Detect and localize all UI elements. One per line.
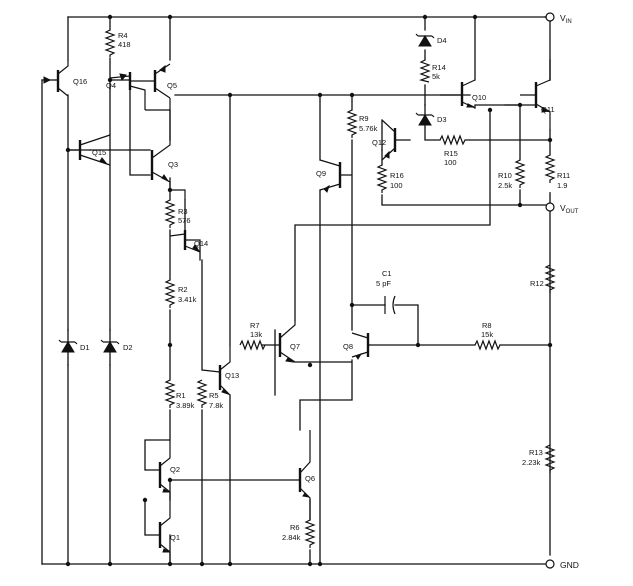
svg-text:R12: R12 (530, 279, 544, 288)
svg-text:Q16: Q16 (73, 77, 87, 86)
svg-text:R9: R9 (359, 114, 369, 123)
transistor-q6: Q6 (298, 430, 315, 520)
svg-text:R11: R11 (557, 171, 570, 180)
svg-text:R1: R1 (176, 391, 186, 400)
transistor-q14: Q14 (169, 189, 208, 253)
svg-text:5.76k: 5.76k (359, 124, 378, 133)
svg-text:Q3: Q3 (168, 160, 178, 169)
svg-text:R3: R3 (178, 207, 188, 216)
transistor-q5: Q5 (145, 63, 177, 111)
svg-text:Q7: Q7 (290, 342, 300, 351)
transistor-q9: Q9 (316, 159, 352, 193)
svg-text:D2: D2 (123, 343, 133, 352)
svg-text:D1: D1 (80, 343, 90, 352)
svg-text:5 pF: 5 pF (376, 279, 391, 288)
resistor-r13: R13 2.23k (522, 444, 556, 473)
svg-text:R10: R10 (498, 171, 512, 180)
svg-text:576: 576 (178, 216, 191, 225)
svg-text:VOUT: VOUT (560, 203, 579, 215)
svg-text:C1: C1 (382, 269, 392, 278)
transistor-q2: Q2 (145, 440, 180, 500)
svg-text:D4: D4 (437, 36, 447, 45)
transistor-q15: Q15 (68, 134, 111, 166)
transistor-q13: Q13 (201, 345, 239, 396)
svg-text:5k: 5k (432, 72, 440, 81)
svg-text:13k: 13k (250, 330, 262, 339)
svg-text:Q9: Q9 (316, 169, 326, 178)
svg-text:D3: D3 (437, 115, 447, 124)
junctions (65, 14, 553, 567)
svg-text:R15: R15 (444, 149, 458, 158)
svg-text:Q2: Q2 (170, 465, 180, 474)
resistor-r3: R3 576 (164, 199, 191, 228)
svg-text:Q12: Q12 (372, 138, 386, 147)
svg-text:Q13: Q13 (225, 371, 239, 380)
svg-text:Q4: Q4 (106, 81, 116, 90)
svg-text:Q5: Q5 (167, 81, 177, 90)
resistor-r14: R14 5k (418, 59, 446, 83)
svg-text:Q8: Q8 (343, 342, 353, 351)
svg-text:100: 100 (390, 181, 403, 190)
resistor-r4: R4 418 (104, 29, 131, 57)
resistor-r10: R10 2.5k (498, 159, 526, 190)
svg-text:Q14: Q14 (194, 239, 208, 248)
svg-text:2.84k: 2.84k (282, 533, 301, 542)
resistor-r15: R15 100 (439, 134, 470, 167)
terminal-vout: VOUT (545, 202, 579, 215)
svg-text:Q1: Q1 (170, 533, 180, 542)
transistor-q16: Q16 (43, 60, 87, 97)
svg-text:Q6: Q6 (305, 474, 315, 483)
transistor-q10: Q10 (440, 79, 486, 109)
resistor-r2: R2 3.41k (164, 279, 197, 308)
svg-text:418: 418 (118, 40, 131, 49)
transistor-q4: Q4 (106, 72, 146, 110)
resistor-r16: R16 100 (376, 149, 404, 193)
svg-text:Q10: Q10 (472, 93, 486, 102)
svg-text:R4: R4 (118, 31, 128, 40)
svg-text:1.9: 1.9 (557, 181, 567, 190)
terminal-vin: VIN (544, 12, 572, 25)
transistor-q12: Q12 (372, 119, 397, 161)
svg-text:R14: R14 (432, 63, 446, 72)
svg-text:GND: GND (560, 560, 579, 570)
svg-text:R13: R13 (529, 448, 543, 457)
svg-text:15k: 15k (481, 330, 493, 339)
transistor-q7: Q7 (275, 320, 352, 363)
wires (41, 16, 551, 565)
svg-text:R5: R5 (209, 391, 219, 400)
transistor-q1: Q1 (145, 500, 180, 564)
svg-text:VIN: VIN (560, 13, 572, 25)
diode-d2: D2 (100, 329, 133, 366)
svg-text:R6: R6 (290, 523, 300, 532)
svg-text:Q15: Q15 (92, 148, 106, 157)
diode-d3: D3 (415, 104, 447, 126)
svg-text:100: 100 (444, 158, 457, 167)
diode-d4: D4 (415, 33, 447, 47)
resistor-r7: R7 13k (239, 321, 266, 351)
svg-text:7.8k: 7.8k (209, 401, 223, 410)
svg-text:R8: R8 (482, 321, 492, 330)
capacitor-c1: C1 5 pF (376, 269, 396, 315)
transistor-q11: Q11 (520, 79, 555, 130)
terminal-gnd: GND (545, 559, 579, 570)
resistor-r1: R1 3.89k (164, 379, 195, 410)
resistor-r11: R11 1.9 (544, 154, 570, 195)
svg-text:3.89k: 3.89k (176, 401, 195, 410)
svg-text:2.23k: 2.23k (522, 458, 541, 467)
resistor-r6: R6 2.84k (282, 519, 316, 548)
resistor-r9: R9 5.76k (346, 109, 378, 138)
svg-text:R7: R7 (250, 321, 260, 330)
svg-text:2.5k: 2.5k (498, 181, 512, 190)
svg-text:R16: R16 (390, 171, 404, 180)
svg-text:R2: R2 (178, 285, 188, 294)
resistor-r8: R8 15k (474, 321, 501, 351)
svg-text:Q11: Q11 (541, 105, 555, 114)
svg-text:3.41k: 3.41k (178, 295, 197, 304)
transistor-q3: Q3 (150, 110, 178, 190)
resistor-r5: R5 7.8k (196, 379, 223, 410)
diode-d1: D1 (58, 329, 90, 366)
resistor-r12: R12 (530, 264, 556, 293)
transistor-q8: Q8 (343, 332, 370, 360)
